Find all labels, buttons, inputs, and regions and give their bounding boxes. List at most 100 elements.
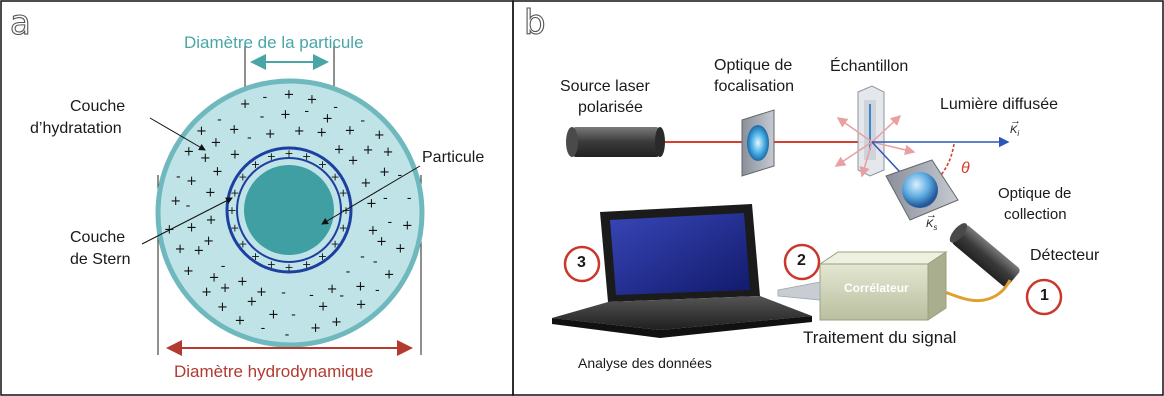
hydration-layer-label-1: Couche: [70, 98, 126, 115]
charge-sign: +: [310, 321, 321, 336]
laser-source-label-2: polarisée: [578, 99, 643, 116]
stern-charge-sign: +: [267, 150, 276, 163]
charge-sign: -: [261, 321, 266, 336]
charge-sign: -: [339, 289, 344, 304]
charge-sign: -: [260, 109, 265, 124]
stern-charge-sign: +: [284, 147, 293, 160]
charge-sign: +: [229, 123, 240, 138]
stern-charge-sign: +: [318, 250, 327, 263]
detector: [949, 223, 1020, 287]
charge-sign: +: [186, 174, 197, 189]
charge-sign: +: [220, 281, 231, 296]
ki-vector-label: → Ki: [1010, 115, 1021, 139]
charge-sign: +: [235, 313, 246, 328]
charge-sign: +: [284, 88, 295, 103]
stern-layer-label-2: de Stern: [70, 251, 131, 268]
charge-sign: +: [306, 92, 317, 107]
charge-sign: -: [373, 254, 378, 269]
particle-core: [244, 165, 334, 255]
charge-sign: +: [383, 145, 394, 160]
ki-subscript: i: [1017, 129, 1020, 139]
theta-label: θ: [961, 160, 970, 177]
charge-sign: +: [256, 285, 267, 300]
ks-subscript: s: [933, 223, 938, 233]
stern-ring-inner: [236, 157, 342, 263]
charge-sign: +: [360, 176, 371, 191]
stern-charge-sign: +: [251, 250, 260, 263]
pointer-hydration: [149, 117, 206, 151]
signal-cable: [935, 279, 1012, 303]
charge-sign: +: [212, 165, 223, 180]
step-2-circle: [783, 243, 821, 281]
charge-sign: +: [268, 307, 279, 322]
charge-sign: +: [206, 213, 217, 228]
charge-sign: +: [402, 218, 413, 233]
sample-cuvette: [857, 85, 885, 177]
stern-charge-sign: +: [230, 222, 239, 235]
step-1-circle: [1025, 278, 1063, 316]
collection-optic-label-2: collection: [1004, 206, 1067, 223]
stern-charge-sign: +: [330, 171, 339, 184]
stern-charge-sign: +: [227, 204, 236, 217]
stern-layer-label-1: Couche: [70, 229, 126, 246]
stern-charge-sign: +: [318, 158, 327, 171]
ks-letter: K: [926, 218, 934, 230]
focusing-optic-label-1: Optique de: [714, 57, 793, 74]
charge-sign: +: [344, 123, 355, 138]
charge-sign: +: [246, 295, 257, 310]
charge-sign: -: [186, 199, 191, 214]
stern-charge-sign: +: [238, 171, 247, 184]
charge-sign: -: [263, 90, 268, 105]
charge-sign: +: [230, 147, 241, 162]
charge-sign: -: [333, 100, 338, 115]
charge-sign: +: [205, 186, 216, 201]
charge-sign: -: [309, 288, 314, 303]
focusing-optic-label-2: focalisation: [714, 78, 795, 95]
data-analysis-label: Analyse des données: [578, 355, 712, 371]
charge-sign: +: [200, 151, 211, 166]
step-1-number: 1: [1040, 287, 1049, 304]
correlator-box: [818, 251, 948, 321]
charge-sign: -: [387, 215, 392, 230]
charge-sign: -: [285, 328, 290, 343]
charge-sign: +: [183, 264, 194, 279]
charge-sign: +: [186, 221, 197, 236]
charge-sign: +: [183, 145, 194, 160]
charge-sign: -: [304, 104, 309, 119]
hydration-layer-label-2: d’hydratation: [30, 120, 122, 137]
charge-sign: +: [217, 300, 228, 315]
ki-letter: K: [1010, 124, 1018, 136]
stern-charge-sign: +: [341, 204, 350, 217]
charge-sign: -: [346, 265, 351, 280]
charge-sign: +: [196, 124, 207, 139]
pointer-stern: [141, 197, 233, 245]
pointer-particle: [321, 165, 421, 225]
panel-b-letter: b: [523, 3, 546, 43]
stern-charge-sign: +: [267, 258, 276, 271]
charge-sign: +: [356, 298, 367, 313]
panel-b-border: [512, 0, 1164, 396]
collection-optic: [885, 159, 959, 221]
hydrodynamic-diameter-label: Diamètre hydrodynamique: [174, 362, 374, 381]
collection-optic-label-1: Optique de: [998, 185, 1072, 202]
sample-label: Échantillon: [830, 58, 909, 75]
charge-sign: +: [363, 143, 374, 158]
stern-charge-sign: +: [284, 261, 293, 274]
charge-sign: -: [360, 114, 365, 129]
charge-sign: +: [366, 196, 377, 211]
charge-sign: +: [376, 234, 387, 249]
ki-arrow-glyph: →: [1010, 115, 1021, 127]
ks-vector-label: → Ks: [926, 209, 938, 233]
charge-sign: +: [348, 154, 359, 169]
panel-a-letter: a: [9, 3, 31, 43]
stern-charge-sign: +: [330, 238, 339, 251]
particle-diameter-label: Diamètre de la particule: [184, 33, 364, 52]
step-2-number: 2: [797, 252, 806, 269]
charge-sign: +: [374, 128, 385, 143]
detector-label: Détecteur: [1030, 247, 1100, 264]
charge-sign: -: [383, 191, 388, 206]
charge-sign: -: [375, 283, 380, 298]
charge-sign: +: [240, 97, 251, 112]
charge-sign: -: [247, 131, 252, 146]
